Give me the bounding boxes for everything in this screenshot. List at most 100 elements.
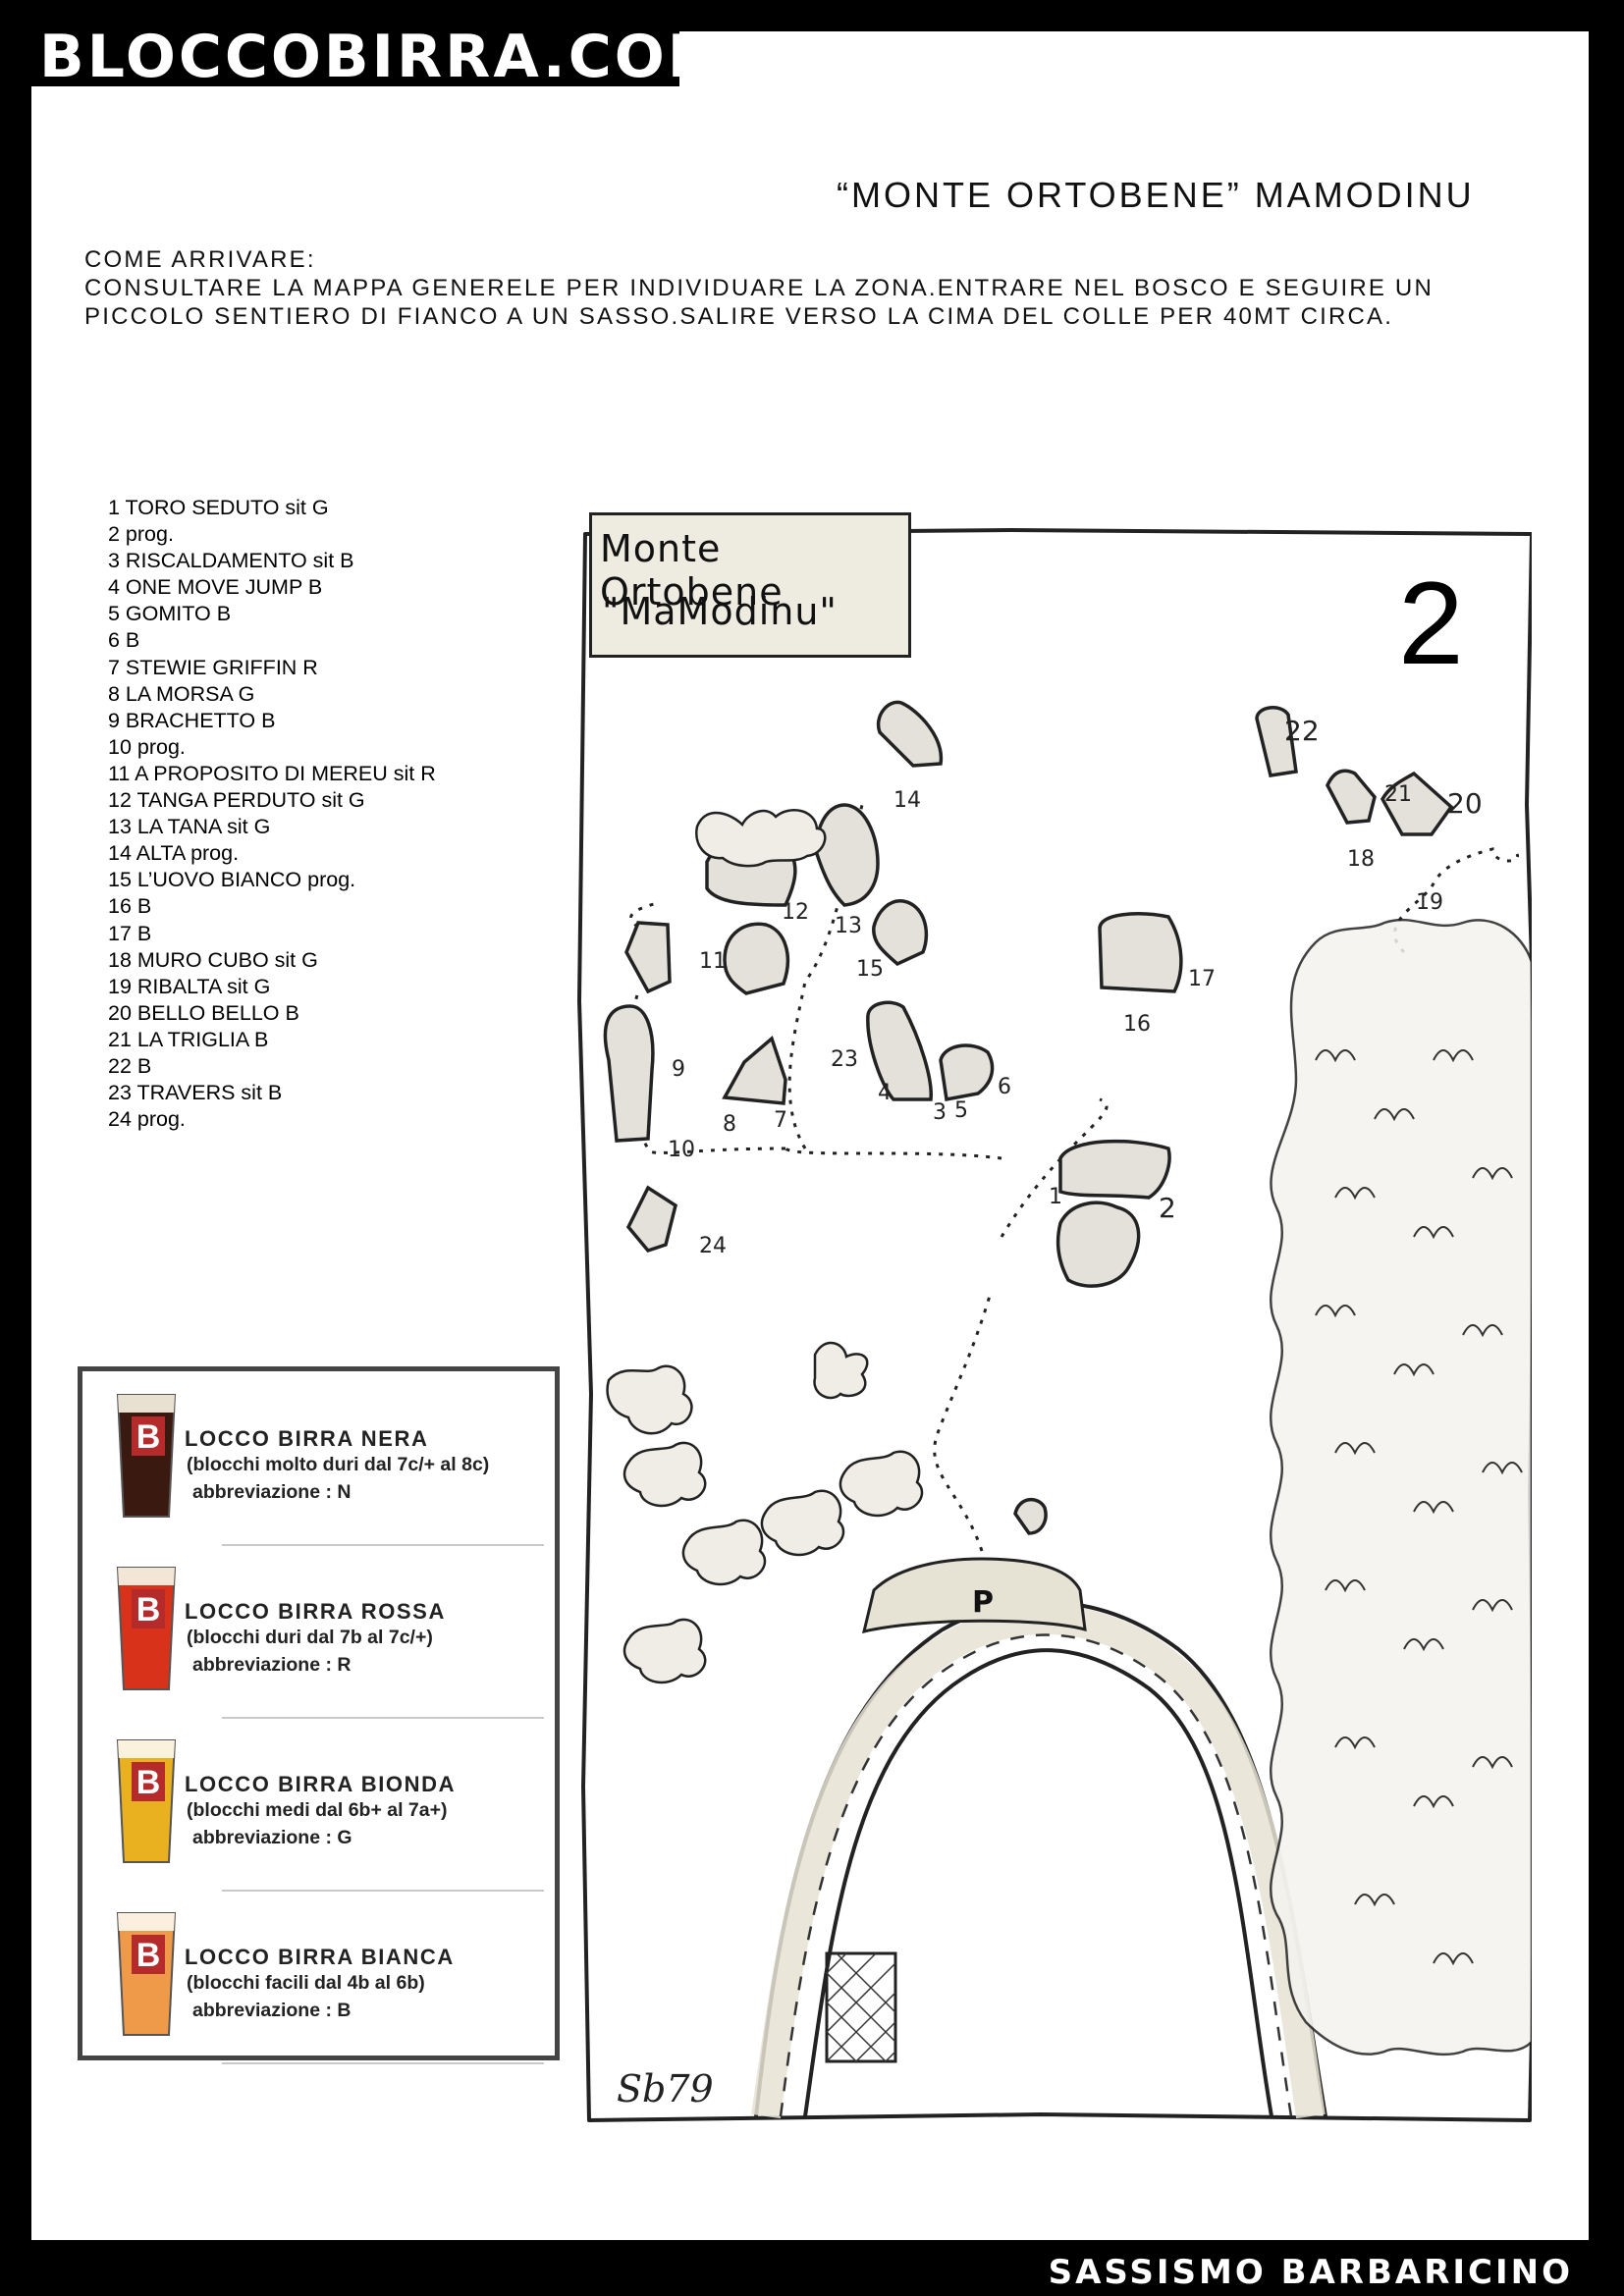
legend-divider bbox=[222, 1717, 544, 1719]
legend-range: (blocchi duri dal 7b al 7c/+) bbox=[187, 1627, 433, 1648]
legend-row: B LOCCO BIRRA BIONDA (blocchi medi dal 6b+… bbox=[112, 1725, 544, 1897]
problem-item: 24 prog. bbox=[108, 1107, 186, 1132]
label-19: 19 bbox=[1416, 890, 1443, 915]
label-4: 4 bbox=[878, 1081, 892, 1105]
directions: COME ARRIVARE: CONSULTARE LA MAPPA GENER… bbox=[84, 245, 1557, 331]
directions-heading: COME ARRIVARE: bbox=[84, 246, 316, 273]
legend-letter: B bbox=[136, 1764, 161, 1801]
problem-item: 14 ALTA prog. bbox=[108, 841, 240, 866]
map-title-line-1: Monte Ortobene bbox=[600, 527, 784, 614]
map-title-box: Monte Ortobene "MaModinu" bbox=[589, 512, 911, 658]
problem-item: 6 B bbox=[108, 628, 140, 653]
problem-item: 12 TANGA PERDUTO sit G bbox=[108, 788, 365, 813]
label-12: 12 bbox=[782, 900, 809, 925]
problem-item: 10 prog. bbox=[108, 734, 186, 759]
legend-divider bbox=[222, 1890, 544, 1892]
legend-name: LOCCO BIRRA ROSSA bbox=[185, 1599, 446, 1624]
legend-row: B LOCCO BIRRA NERA (blocchi molto duri dal… bbox=[112, 1379, 544, 1552]
label-1: 1 bbox=[1049, 1185, 1062, 1209]
header-bar bbox=[31, 31, 679, 86]
site-title[interactable]: BLOCCOBIRRA.COM bbox=[39, 23, 730, 91]
label-10: 10 bbox=[668, 1138, 695, 1162]
label-9: 9 bbox=[672, 1057, 685, 1082]
problem-item: 20 BELLO BELLO B bbox=[108, 1000, 299, 1025]
parking-label: P bbox=[972, 1585, 994, 1620]
problem-item: 1 TORO SEDUTO sit G bbox=[108, 496, 329, 519]
label-5: 5 bbox=[954, 1098, 968, 1123]
problem-item: 16 B bbox=[108, 894, 152, 919]
problem-item: 8 LA MORSA G bbox=[108, 681, 255, 706]
label-8: 8 bbox=[723, 1112, 736, 1137]
map-border bbox=[577, 528, 1532, 2122]
legend-name: LOCCO BIRRA BIONDA bbox=[185, 1772, 457, 1796]
directions-line-1: CONSULTARE LA MAPPA GENERELE PER INDIVID… bbox=[84, 275, 1434, 301]
label-7: 7 bbox=[774, 1108, 787, 1133]
problem-item: 19 RIBALTA sit G bbox=[108, 974, 271, 998]
label-13: 13 bbox=[835, 914, 862, 938]
access-road bbox=[751, 1600, 1327, 2119]
legend-row: B LOCCO BIRRA ROSSA (blocchi duri dal 7b a… bbox=[112, 1552, 544, 1725]
label-20: 20 bbox=[1447, 787, 1483, 820]
label-22: 22 bbox=[1284, 715, 1320, 747]
directions-line-2: PICCOLO SENTIERO DI FIANCO A UN SASSO.SA… bbox=[84, 303, 1394, 330]
forest-scribbles bbox=[1315, 1049, 1523, 1966]
problem-item: 11 A PROPOSITO DI MEREU sit R bbox=[108, 761, 436, 785]
parking-area: P bbox=[861, 1557, 1087, 1634]
beer-glass-icon: B bbox=[116, 1394, 177, 1518]
problem-item: 13 LA TANA sit G bbox=[108, 815, 271, 839]
hatched-rock bbox=[825, 1951, 897, 2063]
legend-divider bbox=[222, 1544, 544, 1546]
legend-divider bbox=[222, 2062, 544, 2064]
problem-item: 5 GOMITO B bbox=[108, 602, 232, 626]
legend-abbreviation: abbreviazione : R bbox=[192, 1654, 352, 1676]
trees bbox=[606, 809, 924, 1684]
sector-number: 2 bbox=[1398, 558, 1464, 689]
legend-abbreviation: abbreviazione : B bbox=[192, 2000, 352, 2021]
problem-item: 18 MURO CUBO sit G bbox=[108, 947, 318, 972]
legend-range: (blocchi molto duri dal 7c/+ al 8c) bbox=[187, 1454, 490, 1475]
label-17: 17 bbox=[1188, 967, 1216, 991]
problem-labels: 1 2 3 4 5 6 7 8 9 10 11 12 13 14 15 16 1… bbox=[668, 715, 1483, 1258]
problem-item: 23 TRAVERS sit B bbox=[108, 1081, 283, 1105]
legend-letter: B bbox=[136, 1418, 161, 1456]
problem-item: 22 B bbox=[108, 1053, 152, 1078]
problem-item: 2 prog. bbox=[108, 522, 174, 547]
problem-item: 3 RISCALDAMENTO sit B bbox=[108, 549, 354, 573]
footer-text: SASSISMO BARBARICINO bbox=[1048, 2253, 1573, 2292]
legend-abbreviation: abbreviazione : N bbox=[192, 1481, 352, 1503]
legend-name: LOCCO BIRRA NERA bbox=[185, 1426, 429, 1451]
beer-glass-icon: B bbox=[116, 1739, 177, 1863]
problem-item: 7 STEWIE GRIFFIN R bbox=[108, 655, 318, 679]
legend-letter: B bbox=[136, 1591, 161, 1629]
problem-item: 21 LA TRIGLIA B bbox=[108, 1027, 269, 1051]
problem-item: 15 L’UOVO BIANCO prog. bbox=[108, 868, 356, 892]
legend-letter: B bbox=[136, 1937, 161, 1974]
label-6: 6 bbox=[998, 1075, 1011, 1099]
beer-glass-icon: B bbox=[116, 1912, 177, 2036]
problem-item: 17 B bbox=[108, 921, 152, 945]
map-title-line-2: "MaModinu" bbox=[602, 590, 838, 633]
beer-glass-icon: B bbox=[116, 1567, 177, 1690]
label-15: 15 bbox=[856, 957, 884, 982]
artist-signature: Sb79 bbox=[617, 2067, 714, 2110]
label-24: 24 bbox=[699, 1234, 727, 1258]
problem-item: 4 ONE MOVE JUMP B bbox=[108, 575, 323, 600]
problem-list: 1 TORO SEDUTO sit G 2 prog.3 RISCALDAMENT… bbox=[108, 495, 436, 1133]
forest-right bbox=[1270, 918, 1532, 2056]
label-23: 23 bbox=[831, 1047, 858, 1072]
label-3: 3 bbox=[933, 1100, 947, 1125]
label-11: 11 bbox=[699, 949, 727, 974]
label-21: 21 bbox=[1384, 782, 1412, 807]
area-title: “MONTE ORTOBENE” MAMODINU bbox=[837, 175, 1475, 215]
label-14: 14 bbox=[893, 788, 921, 813]
label-2: 2 bbox=[1159, 1192, 1176, 1224]
label-18: 18 bbox=[1347, 847, 1375, 872]
legend-name: LOCCO BIRRA BIANCA bbox=[185, 1945, 455, 1969]
legend-range: (blocchi medi dal 6b+ al 7a+) bbox=[187, 1799, 448, 1821]
label-16: 16 bbox=[1123, 1012, 1151, 1037]
grade-legend: B LOCCO BIRRA NERA (blocchi molto duri dal… bbox=[78, 1366, 560, 2064]
legend-abbreviation: abbreviazione : G bbox=[192, 1827, 352, 1848]
problem-item: 9 BRACHETTO B bbox=[108, 708, 276, 732]
boulder-map: P bbox=[577, 528, 1532, 2122]
